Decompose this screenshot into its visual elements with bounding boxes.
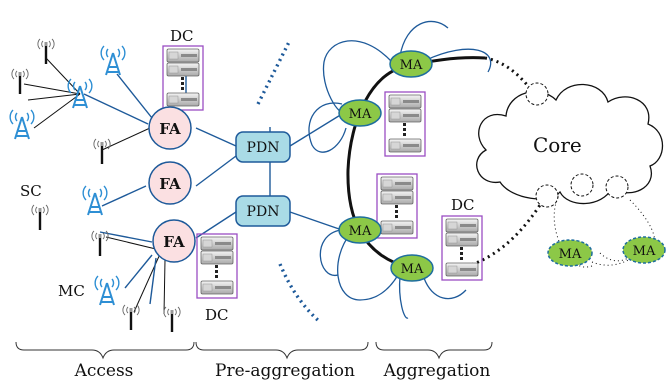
section-aggregation: Aggregation (383, 361, 491, 381)
dc-label-top: DC (170, 27, 194, 45)
pdn-node: PDN (235, 131, 291, 163)
ma-node-core: MA (547, 239, 593, 267)
dotted-arc-bottom (278, 263, 322, 324)
sc-label: SC (20, 182, 42, 200)
dotted-arc-top (256, 39, 292, 105)
dc-label-bottom: DC (205, 306, 229, 324)
fa-nodes: FA FA FA (148, 106, 196, 263)
small-cell-icon (30, 203, 50, 232)
dashed-connectors (525, 82, 629, 208)
ma-node: MA (338, 99, 382, 127)
fa-label: FA (159, 175, 181, 193)
dc-ring-upper (385, 92, 425, 156)
section-pre-aggregation: Pre-aggregation (215, 361, 355, 381)
fa-node: FA (152, 219, 196, 263)
ma-label: MA (559, 247, 582, 262)
ma-node-core: MA (622, 236, 666, 264)
small-cell-icon (90, 229, 110, 258)
ma-label: MA (349, 107, 372, 122)
brace-access (15, 341, 195, 360)
fa-node: FA (148, 106, 192, 150)
mc-label: MC (58, 282, 85, 300)
data-centers (163, 46, 482, 298)
pdn-label: PDN (247, 140, 280, 156)
small-cell-icon (10, 67, 30, 96)
brace-pre-aggregation (195, 341, 369, 360)
aggregation-ring-dotted-bottom (459, 204, 542, 270)
pdn-label: PDN (247, 204, 280, 220)
pdn-nodes: PDN PDN (235, 131, 291, 227)
brace-aggregation (375, 341, 493, 360)
antenna-icon (82, 185, 108, 216)
small-cell-icon (36, 37, 56, 66)
core-cloud (476, 83, 663, 205)
antenna-icon (9, 109, 35, 140)
ma-label: MA (349, 224, 372, 239)
ma-node: MA (390, 254, 434, 282)
fa-label: FA (163, 233, 185, 251)
dc-top (163, 46, 203, 110)
ma-node: MA (389, 50, 433, 78)
dc-bottom (197, 234, 237, 298)
ma-nodes: MA MA MA MA MA MA (338, 50, 666, 282)
small-cell-icon (162, 305, 182, 334)
core-internal-ring (553, 196, 656, 268)
pdn-node: PDN (235, 195, 291, 227)
ma-label: MA (633, 244, 656, 259)
dc-ring-lower (442, 216, 482, 280)
dc-label-right: DC (451, 196, 475, 214)
fa-node: FA (148, 161, 192, 205)
ma-label: MA (401, 262, 424, 277)
section-braces (15, 341, 493, 360)
aggregation-loops (308, 20, 492, 319)
small-cell-icon (92, 137, 112, 166)
fa-label: FA (159, 120, 181, 138)
dc-ring-middle (377, 174, 417, 238)
small-cell-icon (121, 303, 141, 332)
ma-label: MA (400, 58, 423, 73)
aggregation-ring-solid (346, 64, 411, 270)
antenna-icon (94, 275, 120, 306)
aggregation-ring-dotted-top (484, 56, 530, 87)
ma-node: MA (338, 216, 382, 244)
section-access: Access (74, 361, 134, 381)
core-label: Core (533, 133, 582, 157)
antenna-icon (100, 45, 126, 76)
